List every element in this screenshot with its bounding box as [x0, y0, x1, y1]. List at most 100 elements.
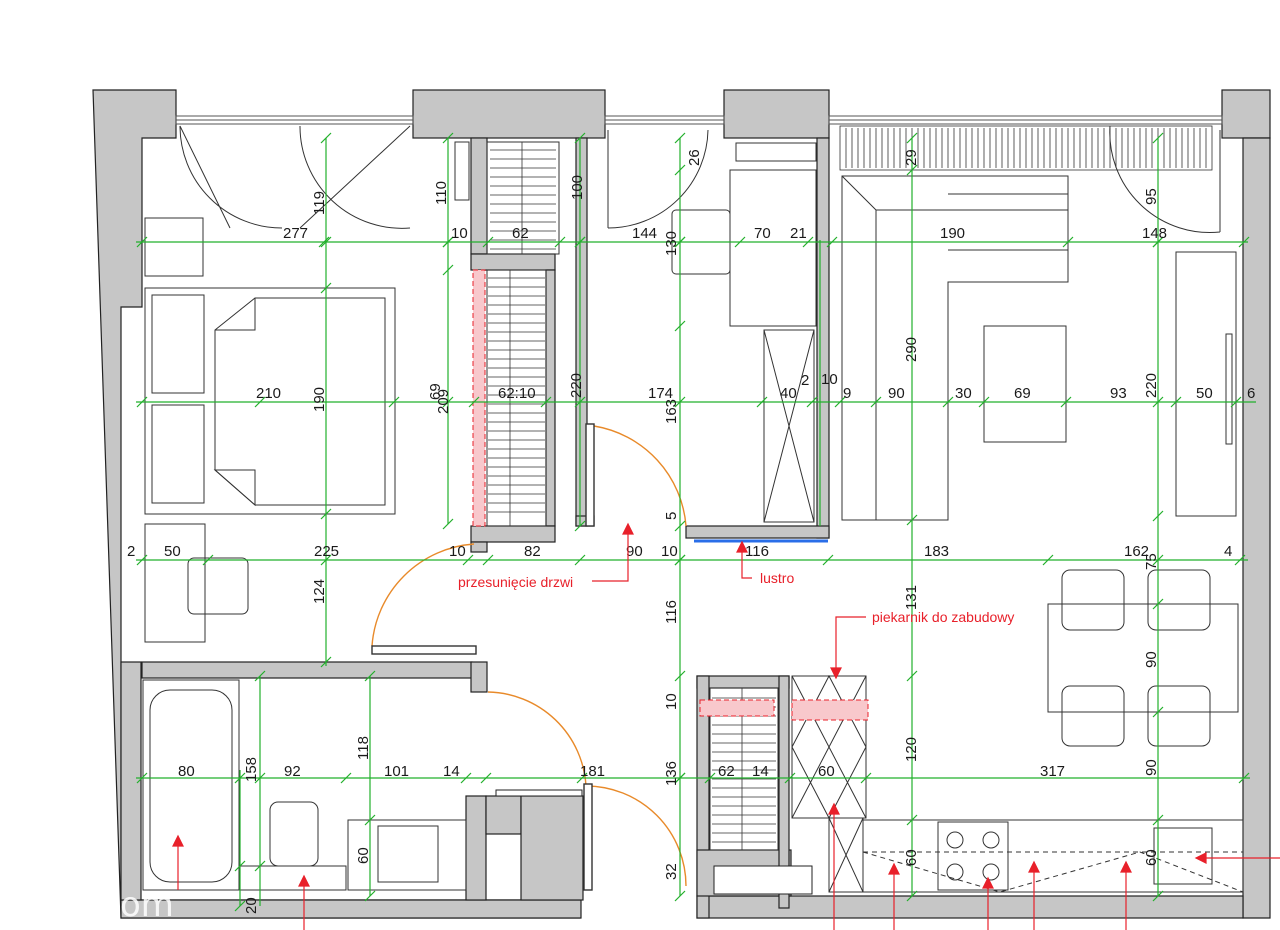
dim-label: 190 — [311, 387, 328, 412]
dim-label: 9 — [843, 385, 851, 402]
dimension-tick — [442, 236, 454, 248]
dim-label: 60 — [818, 763, 835, 780]
dimension-tick — [574, 132, 586, 144]
dim-label: 50 — [164, 543, 181, 560]
dim-label: 181 — [580, 763, 605, 780]
dim-label: 118 — [355, 736, 372, 760]
toilet — [269, 801, 319, 867]
dim-label: 183 — [924, 543, 949, 560]
wall-openings — [495, 789, 813, 895]
dim-label: 277 — [283, 225, 308, 242]
dimension-tick — [802, 236, 814, 248]
dim-label: 95 — [1143, 188, 1160, 205]
bath-sink — [347, 819, 467, 891]
dimension-tick — [462, 554, 474, 566]
dimension-tick — [734, 236, 746, 248]
dimension-tick — [136, 236, 148, 248]
dim-label: 290 — [903, 337, 920, 362]
dim-label: 10 — [663, 693, 680, 710]
dim-label: 101 — [384, 763, 409, 780]
radiator — [839, 125, 1213, 171]
door-swing-bedroom-hall — [371, 543, 475, 647]
dim-label: 32 — [663, 863, 680, 880]
dim-label: 62:10 — [498, 385, 536, 402]
dim-label: 60 — [903, 849, 920, 866]
dimension-tick — [254, 396, 266, 408]
dimension-tick — [364, 890, 376, 902]
dim-label: 4 — [1224, 543, 1232, 560]
dim-label: 116 — [663, 600, 680, 624]
dining-chair — [1061, 569, 1125, 631]
dimension-tick — [906, 514, 918, 526]
dimension-tick — [870, 396, 882, 408]
dim-label: 10 — [449, 543, 466, 560]
dim-label: 60 — [1143, 849, 1160, 866]
dim-label: 120 — [903, 737, 920, 762]
office-cabinet — [763, 329, 815, 523]
dim-label: 40 — [780, 385, 797, 402]
dining-table — [1047, 603, 1239, 713]
dining-chair — [1147, 685, 1211, 747]
dim-label: 163 — [663, 399, 680, 424]
annotation-arrows — [172, 522, 1280, 930]
dimension-tick — [320, 656, 332, 668]
dimension-tick — [756, 396, 768, 408]
dimension-tick — [480, 772, 492, 784]
dimension-tick — [1152, 396, 1164, 408]
furniture — [142, 141, 1244, 893]
dim-label: 225 — [314, 543, 339, 560]
dimension-tick — [574, 396, 586, 408]
door-swing-bedroom-right — [299, 125, 411, 229]
dim-label: 14 — [752, 763, 769, 780]
kitchen-closet — [709, 687, 779, 851]
dimension-tick — [254, 860, 266, 872]
dimension-tick — [234, 860, 246, 872]
dimension-tick — [364, 814, 376, 826]
dim-label: 26 — [686, 149, 703, 166]
dim-label: 10 — [451, 225, 468, 242]
dim-label: 2 — [127, 543, 135, 560]
dimension-tick — [906, 132, 918, 144]
dim-label: 90 — [1143, 759, 1160, 776]
dimension-tick — [826, 236, 838, 248]
dim-label: 174 — [648, 385, 673, 402]
dim-label: 69 — [1014, 385, 1031, 402]
wardrobe-top — [486, 141, 560, 255]
dimension-tick — [1230, 396, 1242, 408]
dimension-tick — [704, 772, 716, 784]
dimension-tick — [340, 772, 352, 784]
dim-label: 62 — [512, 225, 529, 242]
dimension-tick — [388, 396, 400, 408]
dimension-tick — [460, 772, 472, 784]
dim-label: 317 — [1040, 763, 1065, 780]
wardrobe-hatching — [488, 142, 776, 850]
dimension-tick — [576, 772, 588, 784]
dimension-tick — [1152, 814, 1164, 826]
dim-label: 220 — [568, 373, 585, 398]
dim-label: 80 — [178, 763, 195, 780]
dimension-tick — [234, 772, 246, 784]
watermark-logo: om — [120, 885, 174, 925]
dimension-tick — [320, 282, 332, 294]
dim-label: 124 — [311, 579, 328, 604]
dim-label: 130 — [663, 231, 680, 256]
dimension-tick — [1152, 890, 1164, 902]
dimension-tick — [674, 320, 686, 332]
dimension-tick — [320, 132, 332, 144]
dimension-tick — [674, 554, 686, 566]
dim-label: 21 — [790, 225, 807, 242]
dimension-tick — [136, 554, 148, 566]
dimension-tick — [1234, 554, 1246, 566]
dim-label: 60 — [355, 847, 372, 864]
tv-shelf — [454, 141, 470, 201]
dimension-tick — [254, 772, 266, 784]
door-swing-living — [1109, 125, 1221, 234]
kitchen-counter — [862, 819, 1244, 893]
dim-label: 100 — [569, 175, 586, 200]
dim-label: 2 — [801, 372, 809, 389]
dimension-tick — [468, 396, 480, 408]
dim-label: 210 — [256, 385, 281, 402]
dimension-tick — [1152, 132, 1164, 144]
dimension-labels: 277 119 110 10 62 100 26 144 130 70 21 1… — [127, 149, 1255, 914]
